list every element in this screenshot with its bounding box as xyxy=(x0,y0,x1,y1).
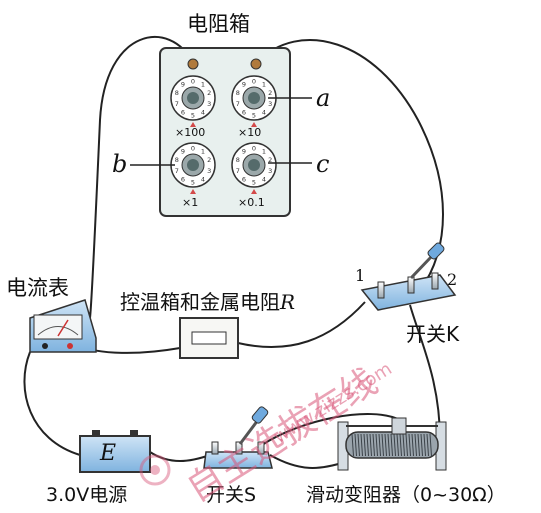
dial-label-x100: ×100 xyxy=(175,126,206,139)
wire-box-right-to-switch-k xyxy=(255,39,444,291)
dial-digit: 4 xyxy=(262,108,266,116)
switch-k-terminal-1: 1 xyxy=(355,266,366,285)
dial-digit: 7 xyxy=(236,100,240,108)
temperature-control-box xyxy=(179,317,239,359)
ammeter-terminal-minus[interactable] xyxy=(42,343,48,349)
dial-digit: 4 xyxy=(201,175,205,183)
callout-lines xyxy=(130,97,312,166)
dial-digit: 9 xyxy=(242,148,246,156)
switch-k[interactable] xyxy=(360,242,457,311)
dial-pointer-icon xyxy=(251,122,257,127)
oven-label-text: 控温箱和金属电阻 xyxy=(120,290,280,314)
dial-digit: 2 xyxy=(268,156,272,164)
dial-label-x10: ×10 xyxy=(238,126,262,139)
dial-digit: 5 xyxy=(191,179,195,187)
ammeter-terminal-plus[interactable] xyxy=(67,343,73,349)
wire-oven-to-switch-k xyxy=(237,301,366,349)
dial-digit: 8 xyxy=(175,89,179,97)
dial-digit: 8 xyxy=(236,156,240,164)
dial-digit: 3 xyxy=(268,167,272,175)
switch-k-label: 开关K xyxy=(406,322,460,346)
wire-switch-k-to-rheostat xyxy=(409,304,441,441)
dial-digit: 9 xyxy=(181,81,185,89)
rheostat-slider[interactable] xyxy=(391,417,407,435)
dial-digit: 3 xyxy=(207,167,211,175)
callout-c: c xyxy=(316,150,330,178)
oven-label: 控温箱和金属电阻R xyxy=(120,286,295,315)
dial-digit: 1 xyxy=(262,81,266,89)
dial-digit: 6 xyxy=(181,108,185,116)
dial-digit: 5 xyxy=(252,112,256,120)
dial-digit: 4 xyxy=(201,108,205,116)
dial-digit: 7 xyxy=(236,167,240,175)
switch-k-terminal-2: 2 xyxy=(447,270,458,289)
dial-digit: 1 xyxy=(201,81,205,89)
dial-digit: 9 xyxy=(181,148,185,156)
dial-digit: 1 xyxy=(201,148,205,156)
callout-b: b xyxy=(112,150,128,178)
callout-a: a xyxy=(316,84,331,112)
switch-s-label: 开关S xyxy=(206,484,257,506)
box-terminal-right[interactable] xyxy=(250,58,262,70)
dial-pointer-icon xyxy=(190,189,196,194)
wire-ammeter-to-battery xyxy=(23,351,81,456)
dial-digit: 2 xyxy=(268,89,272,97)
dial-digit: 3 xyxy=(268,100,272,108)
dial-digit: 8 xyxy=(175,156,179,164)
rheostat-label: 滑动变阻器（0~30Ω） xyxy=(306,484,506,506)
dial-digit: 6 xyxy=(181,175,185,183)
dial-pointer-icon xyxy=(190,122,196,127)
dial-digit: 6 xyxy=(242,108,246,116)
switch-s[interactable] xyxy=(203,406,273,469)
ammeter-label: 电流表 xyxy=(6,276,69,300)
dial-pointer-icon xyxy=(251,189,257,194)
battery-label: 3.0V电源 xyxy=(46,484,128,506)
dial-digit: 2 xyxy=(207,89,211,97)
ammeter xyxy=(29,299,97,353)
dial-digit: 9 xyxy=(242,81,246,89)
dial-digit: 5 xyxy=(191,112,195,120)
wire-battery-to-switch-s xyxy=(149,451,211,462)
battery-symbol: E xyxy=(100,441,117,466)
dial-digit: 7 xyxy=(175,100,179,108)
dial-digit: 2 xyxy=(207,156,211,164)
dial-digit: 0 xyxy=(191,78,195,86)
dial-digit: 6 xyxy=(242,175,246,183)
dial-digit: 5 xyxy=(252,179,256,187)
dial-digit: 1 xyxy=(262,148,266,156)
dial-digit: 4 xyxy=(262,175,266,183)
dial-digit: 0 xyxy=(191,145,195,153)
wire-rheostat-slider xyxy=(261,413,401,446)
wire-box-left-to-ammeter xyxy=(89,36,194,319)
box-terminal-left[interactable] xyxy=(187,58,199,70)
dial-label-x0-1: ×0.1 xyxy=(238,196,265,209)
resistance-box-title: 电阻箱 xyxy=(187,12,250,36)
rheostat xyxy=(337,417,447,471)
dial-digit: 0 xyxy=(252,145,256,153)
dial-digit: 0 xyxy=(252,78,256,86)
dial-label-x1: ×1 xyxy=(182,196,199,209)
battery xyxy=(79,430,151,473)
watermark-logo xyxy=(139,454,171,486)
dial-digit: 8 xyxy=(236,89,240,97)
dial-digit: 3 xyxy=(207,100,211,108)
dial-digit: 7 xyxy=(175,167,179,175)
oven-symbol: R xyxy=(280,290,296,314)
